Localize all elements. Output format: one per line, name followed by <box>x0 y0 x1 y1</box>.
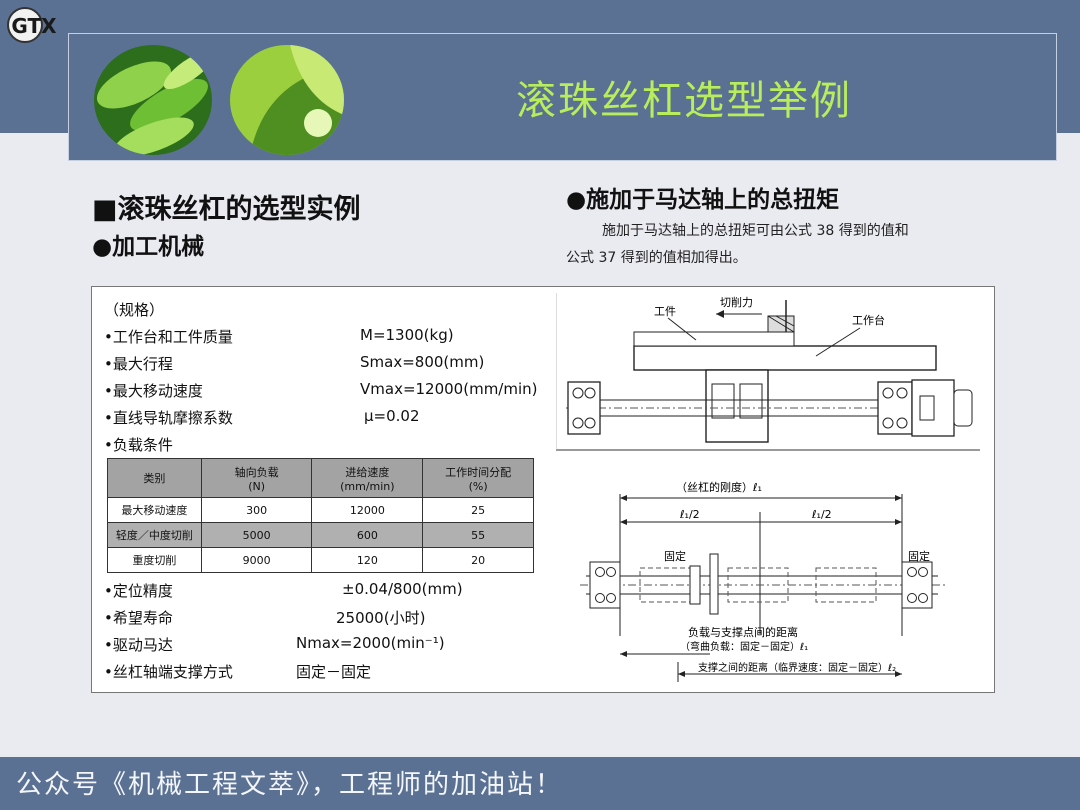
half-right-label: ℓ₁/2 <box>811 508 832 521</box>
table-cell: 25 <box>422 497 534 523</box>
spec-item: •丝杠轴端支撑方式 固定－固定 <box>104 661 371 682</box>
table-label: 工作台 <box>852 313 885 327</box>
table-header-row: 类别 轴向负载 (N) 进给速度 (mm/min) 工作时间分配 (%) <box>107 458 534 498</box>
footer-text: 公众号《机械工程文萃》，工程师的加油站！ <box>16 770 564 800</box>
table-cell: 9000 <box>200 547 313 573</box>
shaft-distance-diagram: （丝杠的刚度）ℓ₁ ℓ₁/2 ℓ₁/2 固定 固定 负载与支撑点间的距离 （弯曲… <box>580 480 946 682</box>
table-row: 轻度／中度切削 5000 600 55 <box>107 522 534 548</box>
cutting-force-label: 切削力 <box>720 295 753 309</box>
section-heading-total-torque: ●施加于马达轴上的总扭矩 <box>566 187 840 213</box>
nut-flange <box>709 553 719 615</box>
leaf-image-right <box>230 45 344 155</box>
spec-label: •最大移动速度 <box>104 382 203 400</box>
spec-item: •负载条件 <box>104 434 173 455</box>
spec-label: •负载条件 <box>104 436 173 454</box>
spec-value: 固定－固定 <box>296 663 372 681</box>
load-conditions-table: 类别 轴向负载 (N) 进给速度 (mm/min) 工作时间分配 (%) 最大移… <box>107 458 534 573</box>
table-cell: 600 <box>311 522 424 548</box>
spec-item: •定位精度 ±0.04/800(mm) <box>104 580 463 601</box>
table-cell: 20 <box>422 547 534 573</box>
spec-value: ±0.04/800(mm) <box>342 580 463 598</box>
spec-value: Smax=800(mm) <box>360 353 485 371</box>
support-distance-label: 支撑之间的距离（临界速度：固定－固定）ℓ₂ <box>698 661 896 674</box>
spec-value: Vmax=12000(mm/min) <box>360 380 538 398</box>
table-row: 重度切削 9000 120 20 <box>107 547 534 573</box>
stiffness-label: （丝杠的刚度）ℓ₁ <box>676 480 762 494</box>
spec-label: •定位精度 <box>104 582 173 600</box>
torque-paragraph-line2: 公式 37 得到的值相加得出。 <box>566 250 747 266</box>
spec-item: •驱动马达 Nmax=2000(min⁻¹) <box>104 634 445 655</box>
spec-value: M=1300(kg) <box>360 326 454 344</box>
table-cell: 120 <box>311 547 424 573</box>
table-row: 最大移动速度 300 12000 25 <box>107 497 534 523</box>
table-cell: 最大移动速度 <box>107 497 202 523</box>
spec-value: Nmax=2000(min⁻¹) <box>296 634 445 652</box>
fixed-left-label: 固定 <box>664 549 686 563</box>
spec-item: •希望寿命 25000(小时) <box>104 607 425 628</box>
table-header-cell: 类别 <box>107 458 202 498</box>
spec-label: •希望寿命 <box>104 609 173 627</box>
workpiece-label: 工件 <box>654 305 676 318</box>
section-heading-selection-example: ■滚珠丝杠的选型实例 <box>92 194 361 225</box>
left-bearing <box>567 381 601 435</box>
leaf-image-left <box>94 45 212 155</box>
table-cell: 12000 <box>311 497 424 523</box>
right-support <box>901 561 933 609</box>
spec-label: •丝杠轴端支撑方式 <box>104 663 233 681</box>
left-support <box>589 561 621 609</box>
spec-label: •驱动马达 <box>104 636 173 654</box>
spec-value: 25000(小时) <box>336 609 426 627</box>
table-cell: 55 <box>422 522 534 548</box>
table-cell: 300 <box>200 497 313 523</box>
table-header-cell: 进给速度 (mm/min) <box>311 458 424 498</box>
spec-label: •工作台和工件质量 <box>104 328 233 346</box>
load-distance-label-2: （弯曲负载：固定－固定）ℓ₁ <box>680 640 808 653</box>
spec-item: •最大移动速度 Vmax=12000(mm/min) <box>104 380 538 401</box>
table-cell: 轻度／中度切削 <box>107 522 202 548</box>
table-mechanism-diagram: 切削力 工件 工作台 <box>556 293 980 451</box>
load-distance-label-1: 负载与支撑点间的距离 <box>688 625 798 639</box>
logo-text: GTX <box>11 14 57 38</box>
table-header-cell: 工作时间分配 (%) <box>422 458 534 498</box>
motor-coupling <box>911 379 955 437</box>
spec-value: μ=0.02 <box>364 407 420 425</box>
spec-item: •工作台和工件质量 M=1300(kg) <box>104 326 454 347</box>
table-cell: 重度切削 <box>107 547 202 573</box>
table-header-cell: 轴向负载 (N) <box>200 458 313 498</box>
half-left-label: ℓ₁/2 <box>679 508 700 521</box>
spec-item: •直线导轨摩擦系数 μ=0.02 <box>104 407 420 428</box>
company-logo: GTX <box>7 7 57 43</box>
right-bearing <box>877 381 913 435</box>
torque-paragraph: 施加于马达轴上的总扭矩可由公式 38 得到的值和 公式 37 得到的值相加得出。 <box>566 218 1006 272</box>
table-cell: 5000 <box>200 522 313 548</box>
spec-label: •直线导轨摩擦系数 <box>104 409 233 427</box>
section-heading-machining: ●加工机械 <box>92 234 205 260</box>
spec-title: （规格） <box>104 301 165 319</box>
fixed-right-label: 固定 <box>908 549 930 563</box>
page-title: 滚珠丝杠选型举例 <box>516 78 852 124</box>
footer-band <box>0 757 1080 810</box>
spec-label: •最大行程 <box>104 355 173 373</box>
spec-item: •最大行程 Smax=800(mm) <box>104 353 484 374</box>
torque-paragraph-line1: 施加于马达轴上的总扭矩可由公式 38 得到的值和 <box>602 223 909 239</box>
work-table <box>633 345 937 371</box>
